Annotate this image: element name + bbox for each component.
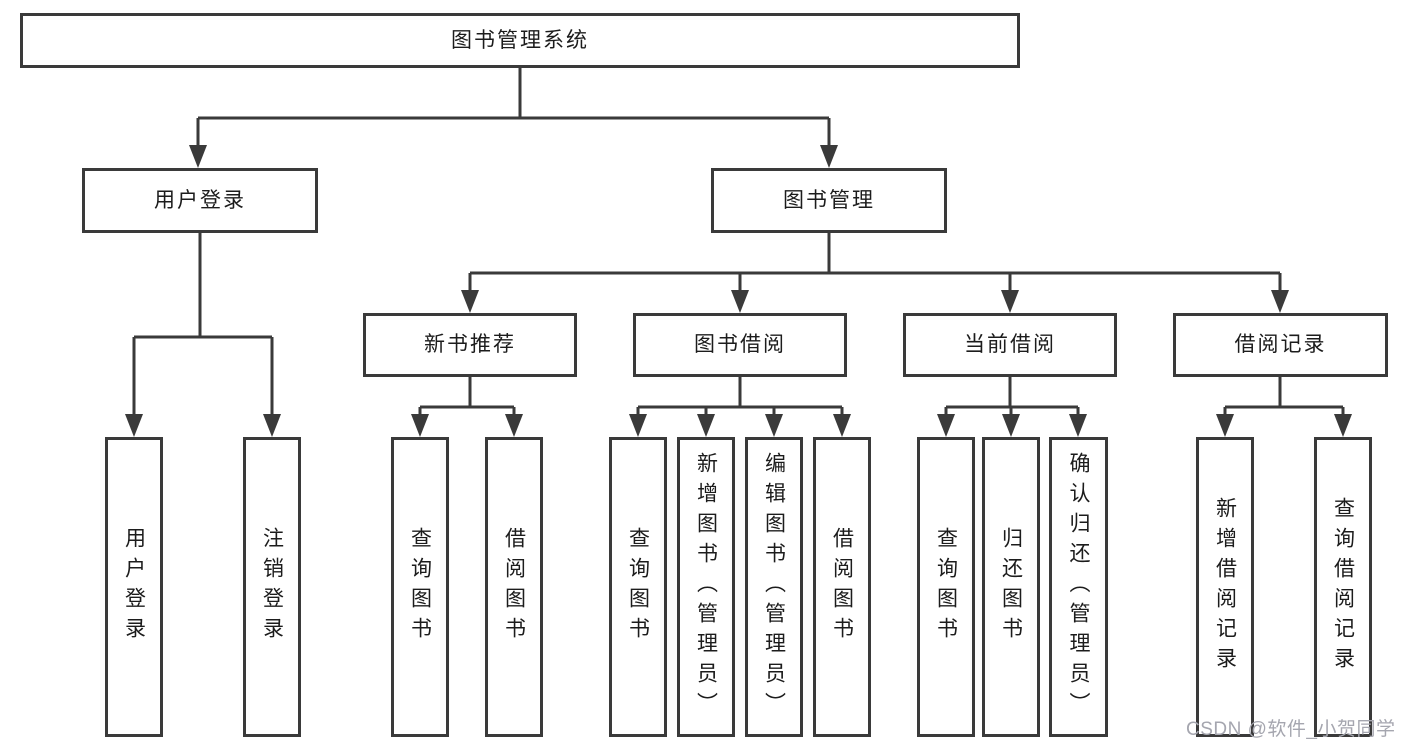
node-label: 借阅图书 [502, 527, 526, 647]
node-user-login: 用户登录 [105, 437, 163, 737]
node-label: 查询借阅记录 [1331, 497, 1355, 677]
node-label: 注销登录 [260, 527, 284, 647]
watermark: CSDN @软件_小贺同学 [1186, 719, 1396, 740]
node-add-book-admin: 新增图书（管理员） [677, 437, 735, 737]
node-label: 查询图书 [408, 527, 432, 647]
node-edit-book-admin: 编辑图书（管理员） [745, 437, 803, 737]
node-label: 编辑图书（管理员） [762, 452, 786, 722]
node-borrow-books: 借阅图书 [813, 437, 871, 737]
node-label: 用户登录 [122, 527, 146, 647]
node-label: 新增图书（管理员） [694, 452, 718, 722]
node-label: 查询图书 [934, 527, 958, 647]
node-confirm-return-admin: 确认归还（管理员） [1049, 437, 1108, 737]
node-label: 图书管理系统 [451, 28, 589, 52]
node-query-books-current: 查询图书 [917, 437, 975, 737]
connector-path [132, 68, 1345, 415]
node-add-borrow-record: 新增借阅记录 [1196, 437, 1254, 737]
node-book-management: 图书管理 [711, 168, 947, 233]
node-current-borrowing: 当前借阅 [903, 313, 1117, 377]
node-label: 图书借阅 [694, 333, 786, 357]
node-label: 借阅图书 [830, 527, 854, 647]
arrowheads [125, 145, 1352, 437]
node-borrow-books-recommend: 借阅图书 [485, 437, 543, 737]
node-label: 借阅记录 [1234, 333, 1327, 357]
node-query-books-recommend: 查询图书 [391, 437, 449, 737]
node-new-book-recommend: 新书推荐 [363, 313, 577, 377]
node-label: 查询图书 [626, 527, 650, 647]
node-return-book: 归还图书 [982, 437, 1040, 737]
node-user-login-group: 用户登录 [82, 168, 318, 233]
node-label: 用户登录 [154, 188, 246, 212]
node-label: 新书推荐 [424, 333, 516, 357]
node-label: 确认归还（管理员） [1067, 452, 1090, 722]
node-label: 归还图书 [999, 527, 1023, 647]
node-borrowing-records: 借阅记录 [1173, 313, 1388, 377]
node-library-system: 图书管理系统 [20, 13, 1020, 68]
node-logout: 注销登录 [243, 437, 301, 737]
node-label: 当前借阅 [964, 333, 1056, 357]
node-query-books-borrowing: 查询图书 [609, 437, 667, 737]
node-book-borrowing: 图书借阅 [633, 313, 847, 377]
node-label: 新增借阅记录 [1213, 497, 1237, 677]
node-label: 图书管理 [783, 188, 875, 212]
node-query-borrow-record: 查询借阅记录 [1314, 437, 1372, 737]
